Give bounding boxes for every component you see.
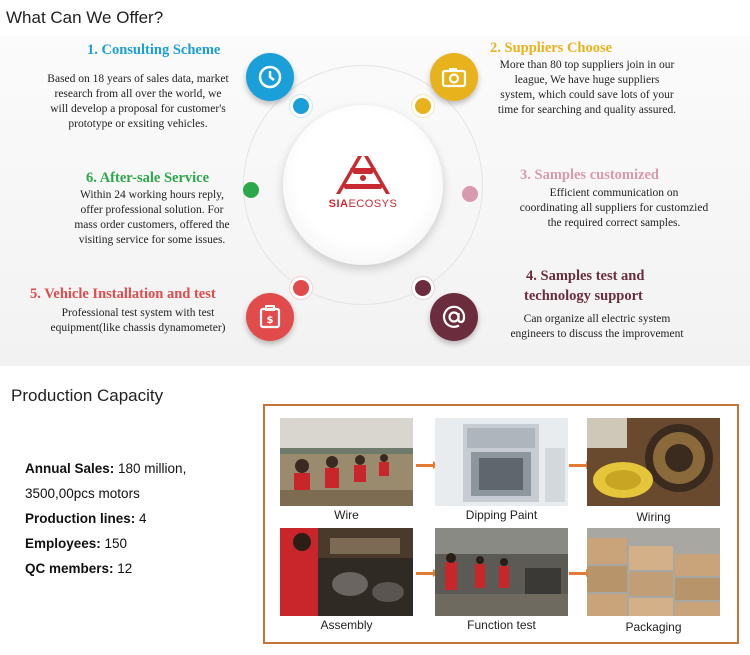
camera-icon — [430, 53, 478, 101]
offer-heading: What Can We Offer? — [6, 8, 164, 27]
svg-text:$: $ — [267, 315, 274, 326]
stat-annual-sales-units: 3500,00pcs motors — [25, 486, 140, 501]
after-sale-title: 6. After-sale Service — [86, 170, 210, 186]
step-assembly-label: Assembly — [320, 618, 373, 632]
step-packaging-label: Packaging — [625, 620, 682, 634]
step-wiring-label: Wiring — [636, 510, 671, 524]
logo-text-bold: SIA — [328, 198, 349, 210]
step-dipping-paint-label: Dipping Paint — [465, 508, 538, 522]
logo-text-thin: ECOSYS — [348, 198, 398, 210]
logo-mark-icon — [336, 156, 390, 194]
stat-production-lines: Production lines: 4 — [25, 511, 147, 526]
after-sale-text: Within 24 working hours reply,offer prof… — [74, 189, 230, 246]
step-function-test-label: Function test — [467, 618, 536, 632]
dot-samples-test — [415, 280, 431, 296]
arrow-3 — [416, 569, 439, 577]
clock-icon — [246, 53, 294, 101]
samples-test-title: 4. Samples test and — [526, 268, 645, 284]
wire-photo — [280, 418, 413, 506]
stat-employees: Employees: 150 — [25, 536, 128, 551]
company-logo: SIAECOSYS — [318, 150, 408, 210]
consulting-title: 1. Consulting Scheme — [87, 42, 221, 58]
dot-installation — [293, 280, 309, 296]
samples-title: 3. Samples customized — [520, 167, 659, 183]
at-icon — [430, 293, 478, 341]
arrow-4 — [569, 569, 592, 577]
packaging-photo — [587, 528, 720, 616]
installation-title: 5. Vehicle Installation and test — [30, 286, 216, 302]
dot-after-sale — [243, 182, 259, 198]
suppliers-title: 2. Suppliers Choose — [490, 40, 613, 56]
assembly-photo — [280, 528, 413, 616]
wiring-photo — [587, 418, 720, 506]
arrow-2 — [569, 461, 592, 469]
dot-suppliers — [415, 98, 431, 114]
calculator-icon: $ — [246, 293, 294, 341]
dot-samples — [462, 186, 478, 202]
arrow-1 — [416, 461, 439, 469]
step-wire-label: Wire — [334, 508, 359, 522]
stat-qc-members: QC members: 12 — [25, 561, 133, 576]
samples-test-title-2: technology support — [524, 288, 643, 304]
dot-consulting — [293, 98, 309, 114]
function-test-photo — [435, 528, 568, 616]
capacity-stats: Annual Sales: 180 million, 3500,00pcs mo… — [25, 456, 186, 581]
capacity-heading: Production Capacity — [11, 386, 164, 405]
stat-annual-sales: Annual Sales: 180 million, — [25, 461, 187, 476]
production-photos-frame: Wire Dipping Paint Wiring — [263, 404, 739, 644]
dipping-paint-photo — [435, 418, 568, 506]
